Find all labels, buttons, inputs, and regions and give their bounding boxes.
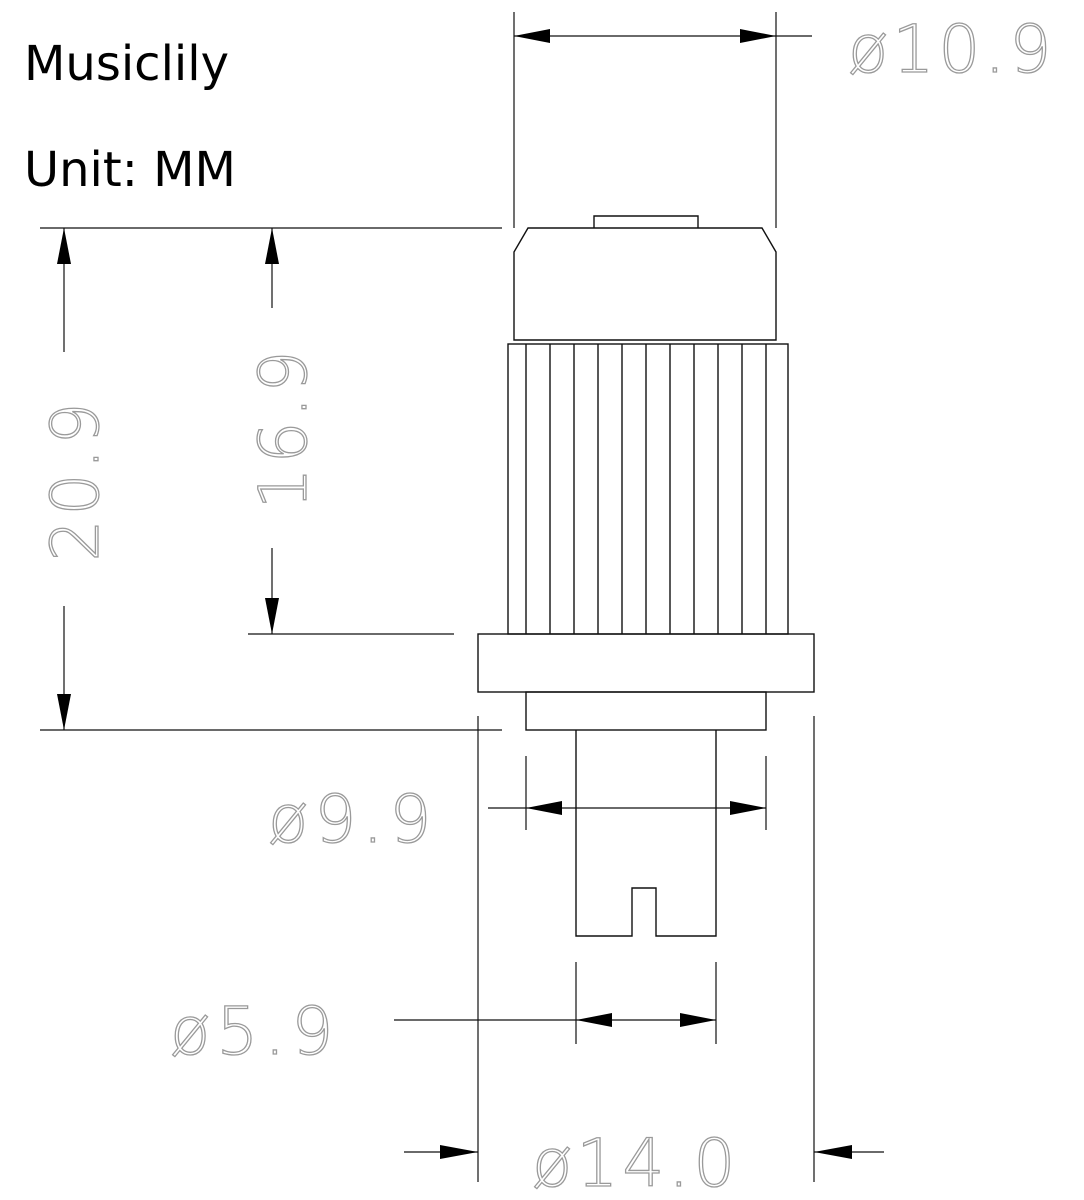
total-height-label: 20.9	[37, 399, 114, 562]
arrow-left	[814, 1145, 852, 1159]
extension-lines	[40, 12, 815, 1182]
arrow-down	[57, 694, 71, 730]
arrow-right	[740, 29, 776, 43]
cap-diameter-label: ø10.9	[848, 11, 1055, 88]
unit-label: Unit: MM	[24, 142, 236, 198]
arrow-up	[57, 228, 71, 264]
arrow-left	[576, 1013, 612, 1027]
body-height-label: 16.9	[245, 347, 322, 510]
flange	[525, 691, 767, 731]
arrow-up	[265, 228, 279, 264]
shaft	[575, 730, 717, 937]
flange-diameter-label: ø9.9	[268, 781, 437, 858]
cap	[513, 227, 777, 341]
arrow-down	[265, 598, 279, 634]
top-nub	[593, 215, 699, 228]
arrow-right	[730, 801, 766, 815]
knurl-lines	[525, 344, 767, 634]
arrow-left	[526, 801, 562, 815]
base-diameter-label: ø14.0	[532, 1125, 739, 1200]
arrowheads	[57, 29, 852, 1159]
arrow-left	[514, 29, 550, 43]
base-plate	[477, 633, 815, 693]
dimension-lines	[63, 35, 884, 1153]
arrow-right	[680, 1013, 716, 1027]
shaft-diameter-label: ø5.9	[170, 993, 339, 1070]
brand-name: Musiclily	[24, 36, 229, 92]
arrow-right	[440, 1145, 478, 1159]
part-outline	[477, 215, 815, 937]
